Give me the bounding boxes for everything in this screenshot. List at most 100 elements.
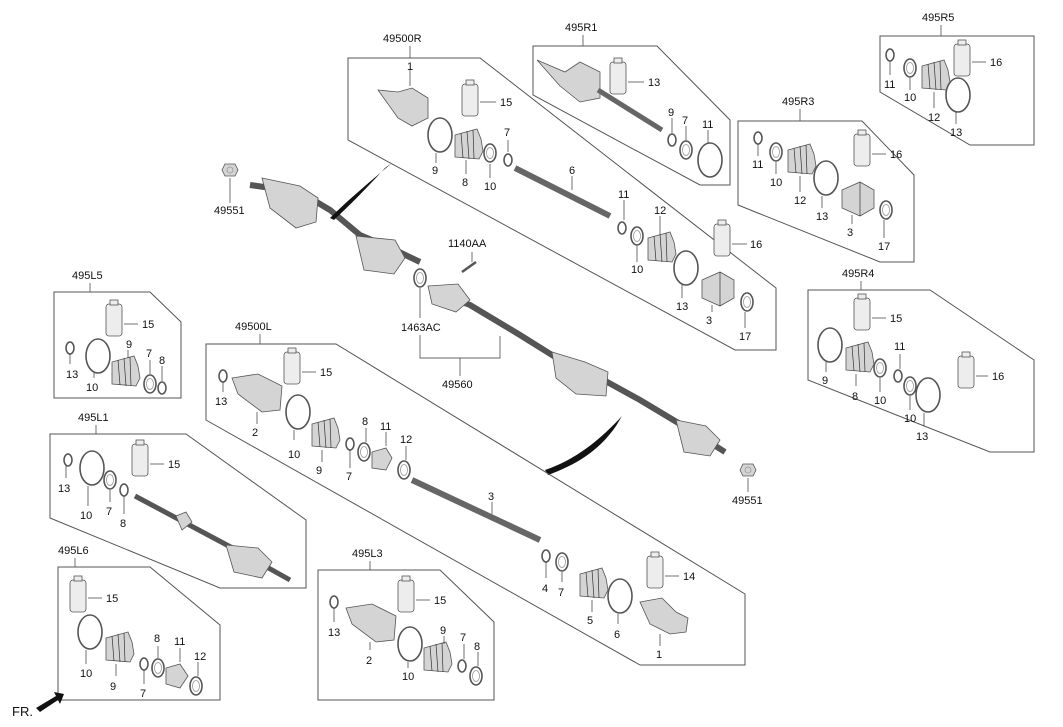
part-label-15: 15: [168, 459, 180, 471]
front-direction-indicator: FR.: [12, 692, 64, 719]
group-495L1: 495L1 13 10 7 8 15: [49, 412, 307, 589]
part-label-1: 1: [656, 649, 662, 661]
part-label-3: 3: [847, 227, 853, 239]
group-495R4: 495R4 15 9 8 10 11 10 13 16: [807, 268, 1035, 453]
direction-label: FR.: [12, 704, 33, 719]
part-label-7: 7: [106, 506, 112, 518]
part-label-8: 8: [159, 355, 165, 367]
group-label-495L5: 495L5: [72, 270, 103, 282]
group-label-495R1: 495R1: [565, 22, 597, 34]
part-label-5: 5: [587, 615, 593, 627]
part-label-10: 10: [484, 181, 496, 193]
part-label-17: 17: [878, 241, 890, 253]
part-label-10: 10: [80, 668, 92, 680]
part-label-15: 15: [320, 367, 332, 379]
part-label-8: 8: [474, 641, 480, 653]
callout-1140AA: 1140AA: [448, 238, 487, 250]
group-label-495L3: 495L3: [352, 548, 383, 560]
part-label-14: 14: [683, 571, 695, 583]
part-label-9: 9: [432, 165, 438, 177]
pointer-arrow: [545, 416, 622, 475]
part-label-8: 8: [462, 177, 468, 189]
part-label-16: 16: [750, 239, 762, 251]
part-label-2: 2: [252, 427, 258, 439]
part-label-12: 12: [400, 434, 412, 446]
front-arrow-icon: [36, 692, 64, 712]
part-label-10: 10: [402, 671, 414, 683]
part-label-7: 7: [146, 348, 152, 360]
part-label-13: 13: [328, 627, 340, 639]
group-49500L: 49500L 13 2 15 10 9 7 8 11 12 3 4 7 5 6: [205, 321, 746, 666]
part-label-9: 9: [316, 465, 322, 477]
part-label-16: 16: [990, 57, 1002, 69]
part-label-10: 10: [904, 92, 916, 104]
part-label-1: 1: [407, 61, 413, 73]
part-label-10: 10: [80, 510, 92, 522]
part-label-13: 13: [950, 127, 962, 139]
part-label-11: 11: [894, 341, 905, 353]
nut-49551-bottom: [739, 463, 757, 477]
part-label-9: 9: [126, 339, 132, 351]
part-label-13: 13: [66, 369, 78, 381]
group-label-495L1: 495L1: [78, 412, 109, 424]
group-495R5: 495R5 11 10 12 16 13: [879, 12, 1035, 146]
group-495R3: 495R3 11 10 12 16 13 3 17: [737, 96, 915, 263]
part-label-16: 16: [992, 371, 1004, 383]
part-label-10: 10: [631, 264, 643, 276]
callout-49551-bottom: 49551: [732, 495, 763, 507]
group-label-495R3: 495R3: [782, 96, 814, 108]
group-label-49500L: 49500L: [235, 321, 272, 333]
group-495L3: 495L3 13 2 15 10 9 7 8: [317, 548, 495, 701]
part-label-8: 8: [852, 391, 858, 403]
part-label-15: 15: [106, 593, 118, 605]
part-label-7: 7: [558, 587, 564, 599]
part-label-15: 15: [500, 97, 512, 109]
group-label-495R5: 495R5: [922, 12, 954, 24]
callout-49551-top: 49551: [214, 205, 245, 217]
part-label-15: 15: [142, 319, 154, 331]
group-495L6: 495L6 15 10 9 7 8 11 12: [57, 545, 221, 701]
part-label-10: 10: [770, 177, 782, 189]
part-label-7: 7: [140, 688, 146, 700]
part-label-11: 11: [884, 79, 895, 91]
part-label-13: 13: [816, 211, 828, 223]
part-label-11: 11: [702, 119, 713, 131]
part-label-11: 11: [752, 159, 763, 171]
part-label-13: 13: [676, 301, 688, 313]
part-label-10: 10: [874, 395, 886, 407]
part-label-3: 3: [488, 491, 494, 503]
part-label-3: 3: [706, 315, 712, 327]
part-label-12: 12: [194, 651, 206, 663]
group-495L5: 495L5 15 13 10 9 7 8: [53, 270, 182, 399]
part-label-7: 7: [346, 471, 352, 483]
part-label-10: 10: [904, 413, 916, 425]
part-label-9: 9: [822, 375, 828, 387]
part-label-7: 7: [504, 127, 510, 139]
left-driveshaft-assembly: [427, 283, 727, 457]
right-driveshaft-assembly: [249, 177, 422, 275]
part-label-12: 12: [928, 112, 940, 124]
part-label-10: 10: [288, 449, 300, 461]
group-label-495L6: 495L6: [58, 545, 89, 557]
part-label-17: 17: [739, 331, 751, 343]
pointer-arrow: [330, 163, 392, 220]
part-label-16: 16: [890, 149, 902, 161]
callout-1463AC: 1463AC: [401, 322, 441, 334]
part-label-8: 8: [120, 518, 126, 530]
part-label-7: 7: [460, 632, 466, 644]
part-label-2: 2: [366, 655, 372, 667]
part-label-15: 15: [890, 313, 902, 325]
part-label-8: 8: [154, 633, 160, 645]
part-label-13: 13: [58, 483, 70, 495]
part-label-9: 9: [110, 681, 116, 693]
part-label-8: 8: [362, 416, 368, 428]
part-label-15: 15: [434, 595, 446, 607]
part-label-4: 4: [542, 583, 548, 595]
part-label-12: 12: [654, 205, 666, 217]
group-49500R: 49500R 1 15 9 8 10 7 6 11 10 12 16 13 3 …: [347, 33, 777, 351]
group-495R1: 495R1 13 9 7 11: [532, 22, 731, 186]
part-label-6: 6: [569, 165, 575, 177]
part-label-11: 11: [380, 421, 391, 433]
